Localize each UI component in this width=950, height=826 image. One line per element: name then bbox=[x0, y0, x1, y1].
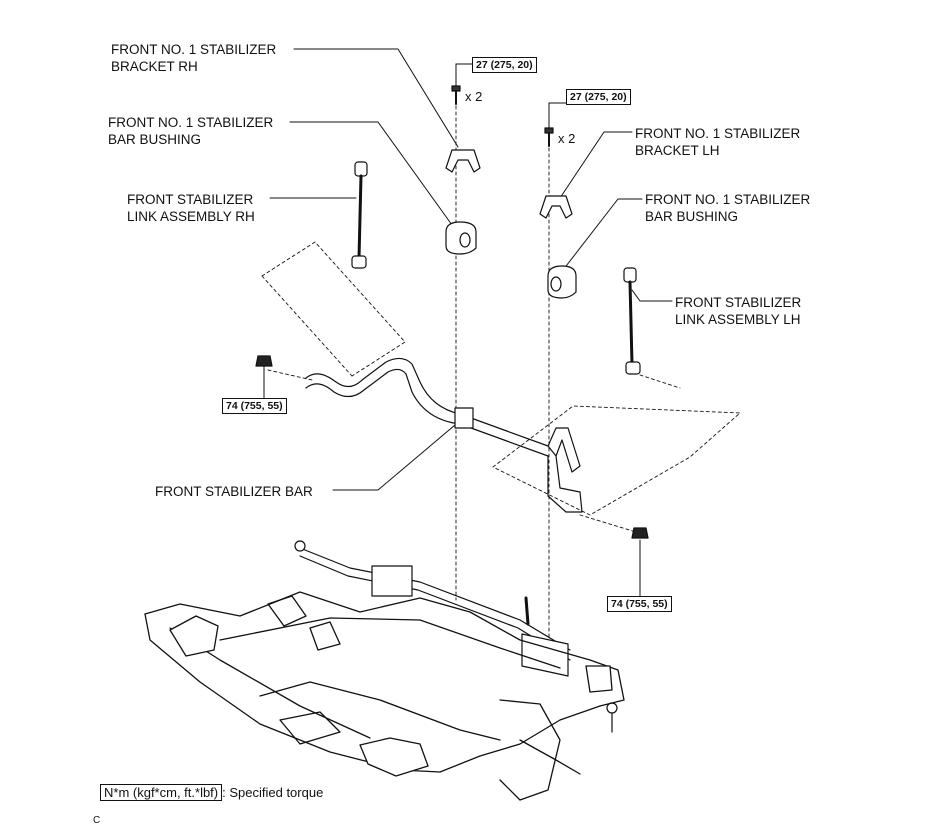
qty-bolt-rh: x 2 bbox=[465, 89, 483, 104]
label-bushing-rh: FRONT NO. 1 STABILIZER BAR BUSHING bbox=[108, 115, 274, 147]
torque-legend: N*m (kgf*cm, ft.*lbf): Specified torque bbox=[100, 784, 323, 801]
stabilizer-bar bbox=[305, 357, 583, 513]
bolt-rh bbox=[451, 85, 461, 105]
front-subframe bbox=[144, 591, 625, 801]
steering-rack bbox=[294, 540, 618, 733]
torque-bolt-rh: 27 (275, 20) bbox=[472, 57, 537, 73]
link-assembly-rh bbox=[351, 161, 368, 269]
label-stabilizer-bar: FRONT STABILIZER BAR bbox=[155, 484, 313, 499]
torque-legend-text: : Specified torque bbox=[222, 785, 324, 800]
label-bushing-lh: FRONT NO. 1 STABILIZER BAR BUSHING bbox=[645, 192, 811, 224]
bolt-lh bbox=[544, 127, 554, 147]
leader-lines bbox=[263, 48, 673, 597]
qty-bolt-lh: x 2 bbox=[558, 131, 576, 146]
alignment-lines bbox=[261, 99, 741, 641]
label-bracket-rh: FRONT NO. 1 STABILIZER BRACKET RH bbox=[111, 42, 277, 74]
label-link-rh: FRONT STABILIZER LINK ASSEMBLY RH bbox=[127, 192, 255, 224]
label-bracket-lh: FRONT NO. 1 STABILIZER BRACKET LH bbox=[635, 126, 801, 158]
link-assembly-lh bbox=[623, 267, 641, 375]
bracket-rh bbox=[445, 149, 481, 173]
torque-nut-rh: 74 (755, 55) bbox=[222, 398, 287, 414]
corner-code: C bbox=[93, 815, 101, 826]
nut-rh bbox=[255, 355, 273, 367]
torque-nut-lh: 74 (755, 55) bbox=[607, 596, 672, 612]
label-link-lh: FRONT STABILIZER LINK ASSEMBLY LH bbox=[675, 295, 802, 327]
torque-bolt-lh: 27 (275, 20) bbox=[566, 89, 631, 105]
torque-legend-unit: N*m (kgf*cm, ft.*lbf) bbox=[100, 784, 223, 801]
bushing-lh bbox=[547, 265, 577, 299]
nut-lh bbox=[631, 527, 649, 539]
bracket-lh bbox=[539, 195, 573, 219]
bushing-rh bbox=[445, 221, 477, 255]
